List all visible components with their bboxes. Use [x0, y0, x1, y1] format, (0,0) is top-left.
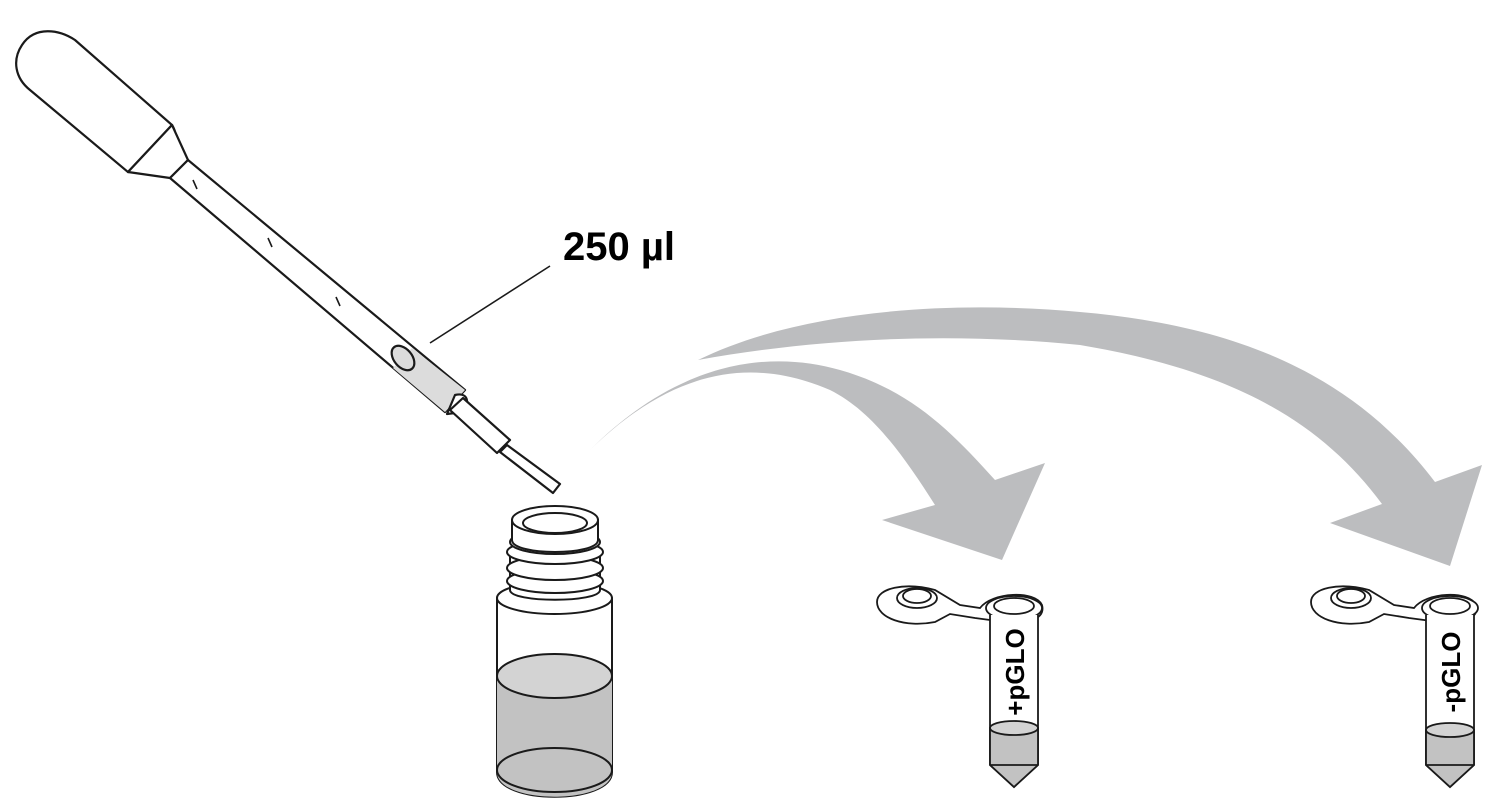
plus-tube-label: +pGLO	[1000, 628, 1030, 715]
microtube-minus-icon	[1310, 585, 1479, 789]
arrow-to-plus-tube	[590, 361, 1045, 560]
minus-tube-label: -pGLO	[1436, 632, 1466, 713]
volume-label: 250 µl	[563, 225, 675, 269]
transfer-pipet-icon	[15, 30, 562, 495]
microtube-plus-icon	[876, 585, 1044, 789]
arrow-to-minus-tube	[698, 307, 1482, 566]
vial-icon	[496, 505, 613, 798]
volume-leader-line	[429, 265, 551, 344]
